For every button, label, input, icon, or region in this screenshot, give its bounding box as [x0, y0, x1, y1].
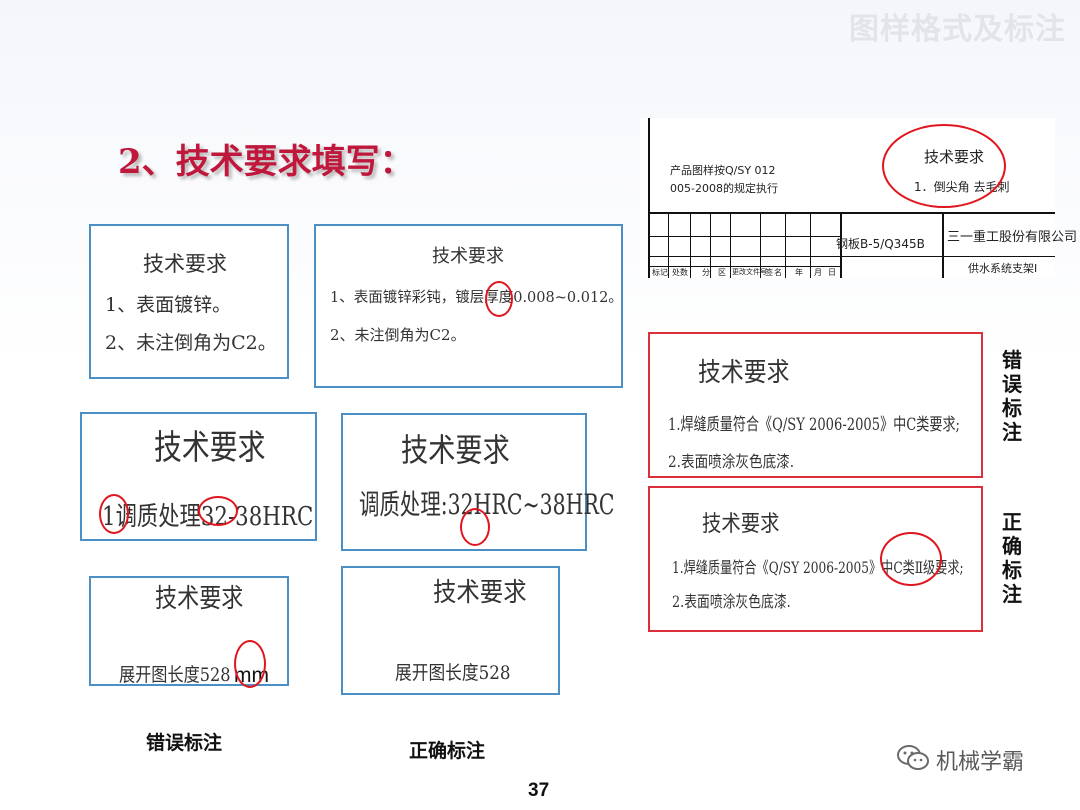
- weld-wrong-title: 技术要求: [698, 358, 790, 388]
- box5-line1: 展开图长度528: [119, 664, 231, 686]
- label-char: 确: [1002, 534, 1022, 558]
- highlight-circle: [485, 281, 513, 317]
- weld-correct-title: 技术要求: [702, 512, 780, 537]
- box2-line1: 1、表面镀锌彩钝，镀层厚度0.008~0.012。: [330, 290, 623, 306]
- weld-wrong-line1: 1.焊缝质量符合《Q/SY 2006-2005》中C类要求;: [668, 415, 960, 435]
- weld-req-correct-box: 技术要求 1.焊缝质量符合《Q/SY 2006-2005》中C类Ⅱ级要求; 2.…: [648, 486, 983, 632]
- tb-note-line1: 产品图样按Q/SY 012: [670, 164, 776, 177]
- vertical-label-correct: 正 确 标 注: [1000, 510, 1024, 606]
- tech-req-box-4: 技术要求 调质处理:32HRC~38HRC: [341, 413, 615, 551]
- tb-row-label: 名: [774, 268, 782, 277]
- highlight-circle: [198, 496, 238, 526]
- box5-title: 技术要求: [155, 584, 244, 614]
- box2-line2: 2、未注倒角为C2。: [330, 326, 466, 344]
- box4-title: 技术要求: [401, 431, 510, 469]
- tb-company: 三一重工股份有限公司: [947, 230, 1078, 245]
- vertical-label-wrong: 错 误 标 注: [1000, 348, 1024, 444]
- tb-row-label: 处: [672, 268, 680, 277]
- tech-req-box-3: 技术要求 1调质处理32-38HRC: [80, 412, 317, 541]
- label-char: 正: [1002, 510, 1022, 534]
- label-char: 标: [1002, 396, 1022, 420]
- tech-req-box-1: 技术要求 1、表面镀锌。 2、未注倒角为C2。: [89, 224, 289, 379]
- tb-row-label: 数: [680, 268, 688, 277]
- tech-req-box-6: 技术要求 展开图长度528: [341, 566, 560, 695]
- wechat-icon: [896, 743, 930, 773]
- box3-title: 技术要求: [154, 428, 266, 468]
- tb-row-label: 区: [718, 268, 726, 277]
- highlight-circle: [234, 640, 266, 688]
- page-number: 37: [528, 780, 550, 801]
- box6-title: 技术要求: [433, 578, 527, 608]
- title-block-drawing: 产品图样按Q/SY 012 005-2008的规定执行 技术要求 1．倒尖角 去…: [640, 118, 1077, 278]
- label-char: 注: [1002, 420, 1022, 444]
- box6-line1: 展开图长度528: [395, 662, 511, 684]
- label-char: 错: [1002, 348, 1022, 372]
- box1-line2: 2、未注倒角为C2。: [105, 332, 277, 354]
- label-char: 标: [1002, 558, 1022, 582]
- tech-req-box-2: 技术要求 1、表面镀锌彩钝，镀层厚度0.008~0.012。 2、未注倒角为C2…: [314, 224, 623, 388]
- tb-note-line2: 005-2008的规定执行: [670, 182, 778, 195]
- highlight-circle: [99, 494, 129, 534]
- label-char: 误: [1002, 372, 1022, 396]
- highlight-circle: [460, 508, 490, 546]
- box2-title: 技术要求: [432, 246, 504, 267]
- label-char: 注: [1002, 582, 1022, 606]
- tb-row-label: 签: [765, 268, 773, 277]
- highlight-circle: [880, 532, 942, 586]
- section-title: 2、技术要求填写：: [118, 142, 414, 182]
- tb-material: 钢板B-5/Q345B: [836, 237, 925, 251]
- tb-row-label: 月: [814, 268, 822, 277]
- highlight-circle: [882, 124, 1006, 208]
- weld-wrong-line2: 2.表面喷涂灰色底漆.: [668, 452, 795, 471]
- tech-req-box-5: 技术要求 展开图长度528 mm: [89, 576, 289, 688]
- caption-wrong: 错误标注: [146, 732, 223, 754]
- slide-header-title: 图样格式及标注: [849, 12, 1066, 47]
- box1-line1: 1、表面镀锌。: [105, 294, 232, 316]
- weld-correct-line2: 2.表面喷涂灰色底漆.: [672, 592, 791, 611]
- tb-row-label: 记: [660, 268, 668, 277]
- tb-part: 供水系统支架Ⅰ: [968, 262, 1038, 275]
- brand-label: 机械学霸: [936, 750, 1025, 775]
- tb-row-label: 更改文件号: [732, 268, 767, 276]
- tb-row-label: 标: [652, 268, 660, 277]
- caption-correct: 正确标注: [409, 740, 486, 762]
- weld-req-wrong-box: 技术要求 1.焊缝质量符合《Q/SY 2006-2005》中C类要求; 2.表面…: [648, 332, 983, 478]
- tb-row-label: 分: [702, 268, 710, 277]
- box1-title: 技术要求: [143, 252, 227, 276]
- tb-row-label: 日: [828, 268, 836, 277]
- tb-row-label: 年: [795, 268, 803, 277]
